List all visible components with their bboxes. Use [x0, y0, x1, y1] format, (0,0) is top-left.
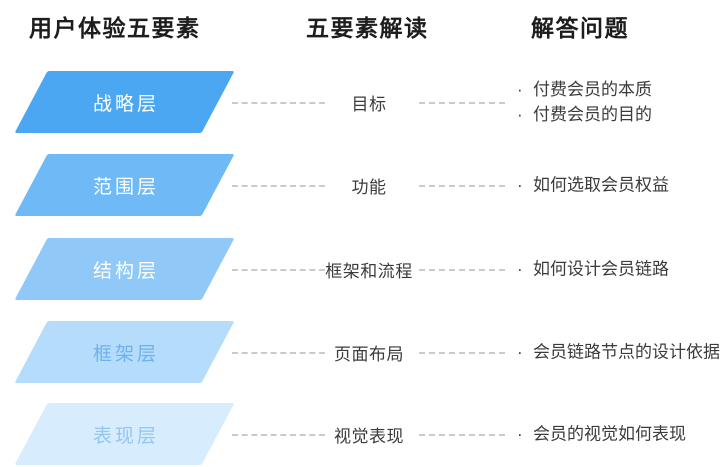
answer-item: · 会员的视觉如何表现 — [517, 422, 686, 447]
answer-list: · 会员链路节点的设计依据 — [517, 340, 720, 365]
bullet-icon: · — [517, 80, 523, 99]
answer-text: 付费会员的本质 — [533, 80, 652, 99]
answer-list: · 付费会员的本质 · 付费会员的目的 — [517, 77, 652, 127]
bullet-icon: · — [517, 259, 523, 279]
interpretation-label: 框架和流程 — [325, 261, 413, 281]
interpretation-label: 页面布局 — [334, 344, 404, 364]
connector-dash-right — [419, 434, 505, 436]
bullet-icon: · — [517, 105, 523, 124]
layer-label: 范围层 — [92, 176, 159, 198]
column-header-five-elements: 用户体验五要素 — [29, 15, 201, 41]
answer-text: 付费会员的目的 — [533, 105, 652, 124]
answer-text: 如何设计会员链路 — [533, 259, 669, 279]
answer-item: · 付费会员的目的 — [517, 102, 652, 127]
interpretation-label: 视觉表现 — [334, 426, 404, 446]
answer-item: · 如何选取会员权益 — [517, 173, 669, 198]
connector-dash-left — [232, 434, 325, 436]
column-header-questions: 解答问题 — [531, 15, 629, 41]
diagram-row-scope: 范围层 功能 · 如何选取会员权益 — [0, 154, 725, 216]
answer-item: · 如何设计会员链路 — [517, 257, 669, 282]
connector-dash-left — [232, 185, 325, 187]
answer-item: · 付费会员的本质 — [517, 77, 652, 102]
connector-dash-right — [419, 269, 505, 271]
layer-label: 结构层 — [92, 260, 159, 282]
interpretation-label: 目标 — [351, 94, 387, 114]
diagram-row-skeleton: 框架层 页面布局 · 会员链路节点的设计依据 — [0, 321, 725, 383]
connector-dash-left — [232, 269, 325, 271]
answer-item: · 会员链路节点的设计依据 — [517, 340, 720, 365]
bullet-icon: · — [517, 342, 523, 362]
connector-dash-left — [232, 102, 325, 104]
diagram-row-surface: 表现层 视觉表现 · 会员的视觉如何表现 — [0, 403, 725, 465]
bullet-icon: · — [517, 424, 523, 444]
answer-list: · 如何选取会员权益 — [517, 173, 669, 198]
layer-label: 战略层 — [92, 93, 159, 115]
connector-dash-right — [419, 352, 505, 354]
layer-label: 框架层 — [92, 343, 159, 365]
diagram-row-structure: 结构层 框架和流程 · 如何设计会员链路 — [0, 238, 725, 300]
answer-list: · 如何设计会员链路 — [517, 257, 669, 282]
interpretation-label: 功能 — [351, 177, 387, 197]
connector-dash-right — [419, 102, 505, 104]
answer-text: 如何选取会员权益 — [533, 175, 669, 195]
diagram-row-strategy: 战略层 目标 · 付费会员的本质 · 付费会员的目的 — [0, 71, 725, 133]
bullet-icon: · — [517, 175, 523, 195]
answer-text: 会员的视觉如何表现 — [533, 424, 686, 444]
connector-dash-right — [419, 185, 505, 187]
column-header-interpretation: 五要素解读 — [306, 15, 429, 41]
connector-dash-left — [232, 352, 325, 354]
answer-list: · 会员的视觉如何表现 — [517, 422, 686, 447]
layer-label: 表现层 — [92, 425, 159, 447]
answer-text: 会员链路节点的设计依据 — [533, 342, 720, 362]
